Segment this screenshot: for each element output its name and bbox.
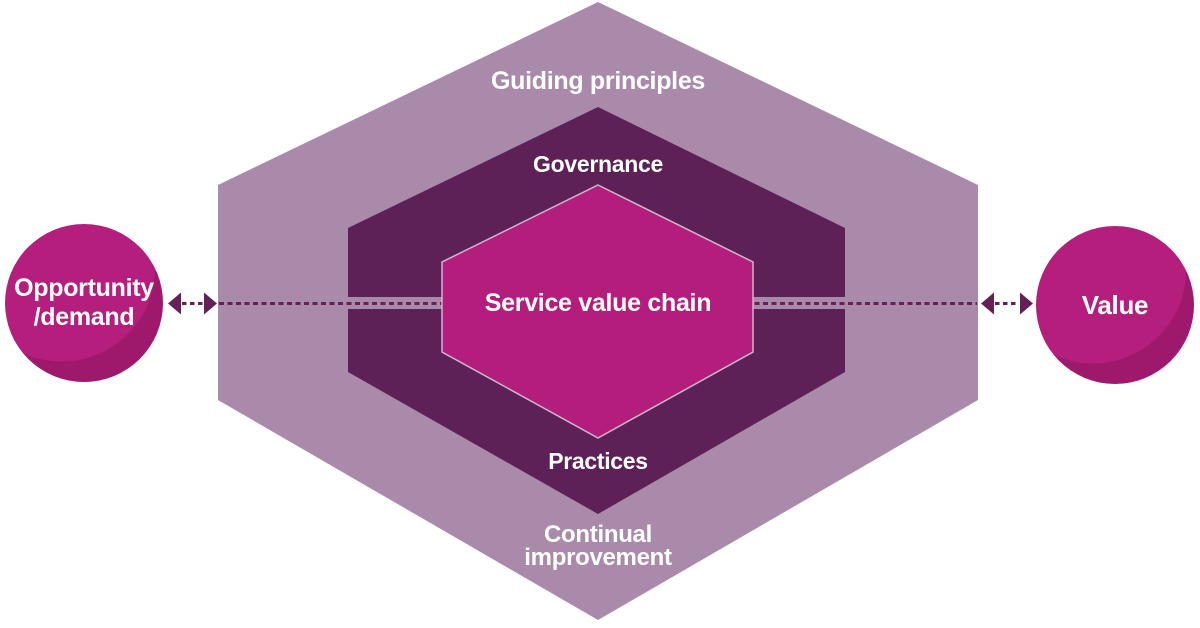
opportunity-demand-circle: Opportunity /demand xyxy=(5,224,163,382)
right-flow-arrow xyxy=(981,292,1033,315)
arrowhead-right-icon xyxy=(1020,292,1033,315)
opportunity-demand-label: Opportunity /demand xyxy=(14,274,154,331)
value-label: Value xyxy=(1081,290,1149,320)
arrowhead-right-icon xyxy=(204,292,217,315)
value-circle: Value xyxy=(1036,226,1194,384)
arrowhead-left-icon xyxy=(168,292,181,315)
left-flow-arrow xyxy=(168,292,217,315)
arrowhead-left-icon xyxy=(981,292,994,315)
inner-hexagon xyxy=(441,184,754,439)
